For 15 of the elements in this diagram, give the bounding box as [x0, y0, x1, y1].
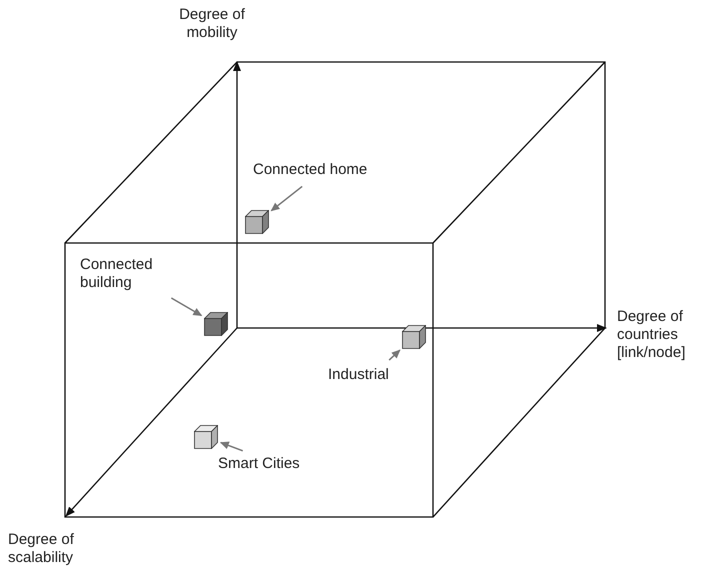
- callout-label: Smart Cities: [218, 455, 338, 473]
- leader-line: [270, 186, 303, 212]
- callout-label: Connected building: [80, 256, 180, 292]
- cube-icon: [402, 325, 426, 349]
- axis-label: Degree of countries [link/node]: [617, 308, 686, 362]
- callout-label: Industrial: [328, 366, 418, 384]
- cube-icon: [204, 312, 228, 336]
- leader-line: [388, 349, 401, 361]
- leader-line: [220, 442, 244, 452]
- cube-icon: [194, 425, 218, 449]
- callout-label: Connected home: [253, 161, 393, 179]
- axis-label: Degree of mobility: [178, 6, 246, 42]
- cube-icon: [245, 210, 269, 234]
- leader-line: [170, 297, 202, 316]
- axis-label: Degree of scalability: [8, 531, 75, 567]
